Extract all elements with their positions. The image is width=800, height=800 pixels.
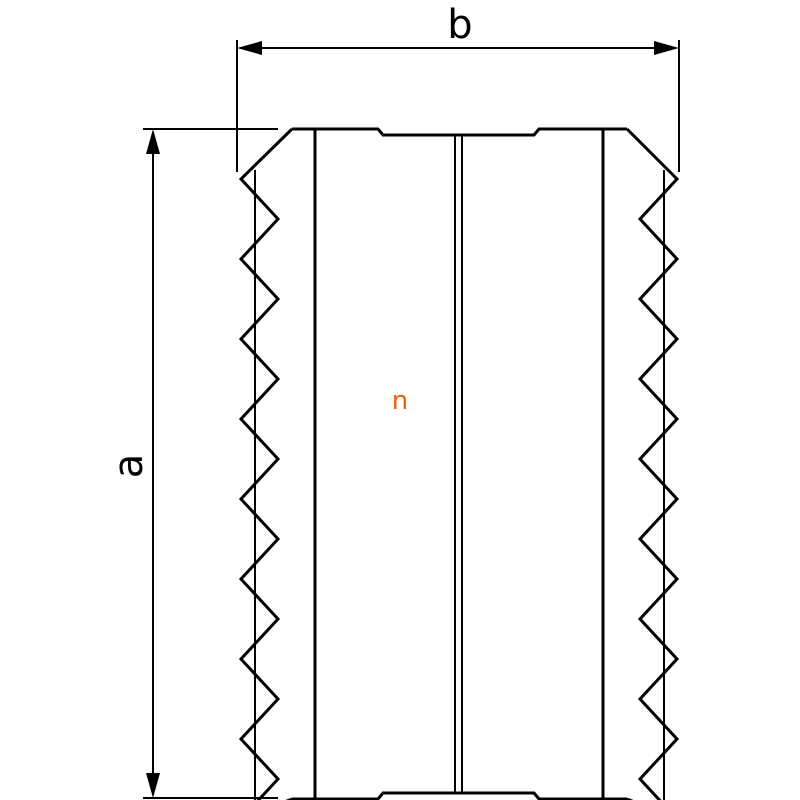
dimension-a-label: a	[106, 454, 152, 479]
top-edge	[292, 127, 627, 137]
dimension-a: a	[106, 128, 278, 799]
nipple-body: n	[238, 127, 680, 800]
dimension-b-arrow-left	[237, 41, 262, 55]
center-label: n	[392, 386, 408, 416]
dimension-b: b	[236, 2, 680, 172]
dimension-a-arrow-top	[146, 129, 160, 154]
bottom-edge	[292, 791, 627, 800]
right-thread-profile	[625, 127, 680, 800]
dimension-a-arrow-bottom	[146, 773, 160, 798]
dimension-b-arrow-right	[654, 41, 679, 55]
dimension-b-label: b	[447, 2, 472, 48]
left-thread-profile	[238, 127, 294, 800]
